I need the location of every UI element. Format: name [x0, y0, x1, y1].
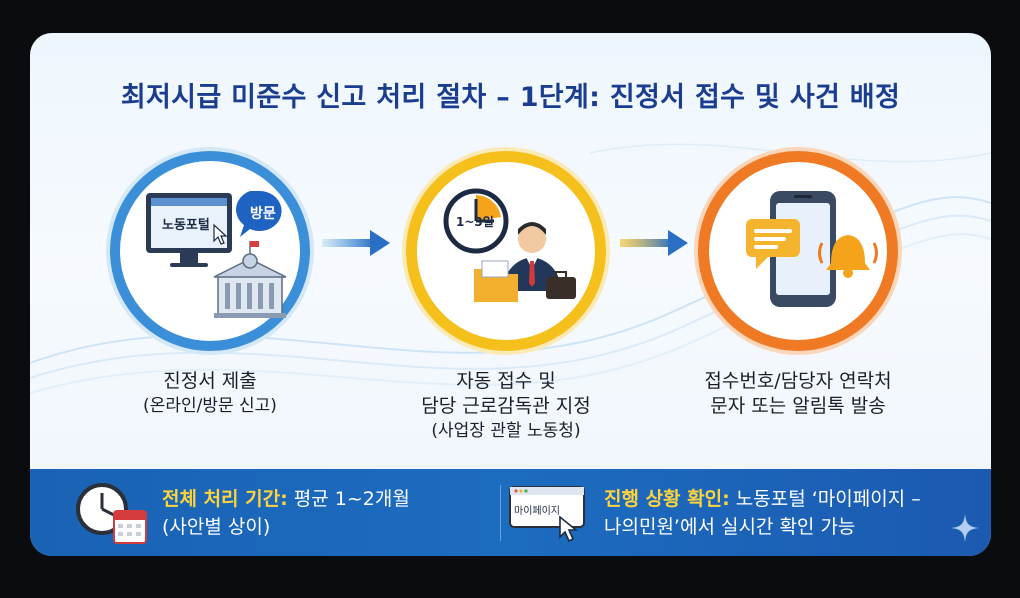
divider: [500, 485, 501, 541]
mypage-icon-label: 마이페이지: [514, 506, 560, 517]
caption-line: 자동 접수 및: [456, 370, 556, 392]
progress-check-highlight: 진행 상황 확인:: [604, 488, 730, 510]
info-bar: 전체 처리 기간: 평균 1~2개월 (사안별 상이) 마이페이지 진행 상황 …: [30, 469, 991, 556]
step-assign-caption: 자동 접수 및 담당 근로감독관 지정 (사업장 관할 노동청): [386, 369, 626, 444]
step-notify-caption: 접수번호/담당자 연락처 문자 또는 알림톡 발송: [668, 369, 928, 419]
page-title: 최저시급 미준수 신고 처리 절차 – 1단계: 진정서 접수 및 사건 배정: [120, 82, 901, 113]
caption-line: 담당 근로감독관 지정: [421, 395, 591, 417]
total-period-highlight: 전체 처리 기간:: [162, 488, 288, 510]
visit-bubble-label: 방문: [250, 206, 276, 222]
arrow-right-icon: [620, 230, 688, 256]
progress-check-text: 진행 상황 확인: 노동포털 ‘마이페이지 – 나의민원’에서 실시간 확인 가…: [604, 485, 921, 541]
step-assign: 1~3일: [406, 151, 606, 351]
duration-label: 1~3일: [456, 215, 494, 229]
total-period-text: 전체 처리 기간: 평균 1~2개월 (사안별 상이): [162, 485, 410, 541]
progress-check-note: 나의민원’에서 실시간 확인 가능: [604, 516, 856, 538]
clock-calendar-icon: [76, 483, 147, 544]
total-period-note: (사안별 상이): [162, 516, 271, 538]
monitor-icon: [146, 191, 287, 318]
progress-check-value: 노동포털 ‘마이페이지 –: [729, 488, 921, 510]
step-submit-caption: 진정서 제출 (온라인/방문 신고): [110, 369, 310, 419]
phone-icon: [746, 191, 878, 307]
arrow-right-icon: [322, 230, 390, 256]
caption-line: 문자 또는 알림톡 발송: [710, 395, 886, 417]
sparkle-icon: [951, 514, 979, 542]
portal-screen-label: 노동포털: [162, 218, 210, 233]
step-submit: 노동포털 방문: [110, 151, 310, 351]
clock-officer-icon: [443, 188, 576, 302]
caption-sub: (온라인/방문 신고): [143, 396, 277, 416]
caption-line: 접수번호/담당자 연락처: [704, 370, 892, 392]
step-ring: [406, 151, 606, 351]
caption-sub: (사업장 관할 노동청): [431, 421, 581, 441]
total-period-value: 평균 1~2개월: [287, 488, 410, 510]
mypage-window-icon: [509, 486, 585, 543]
caption-line: 진정서 제출: [163, 370, 257, 392]
step-notify: [698, 151, 898, 351]
infographic-card: 최저시급 미준수 신고 처리 절차 – 1단계: 진정서 접수 및 사건 배정: [30, 33, 991, 556]
